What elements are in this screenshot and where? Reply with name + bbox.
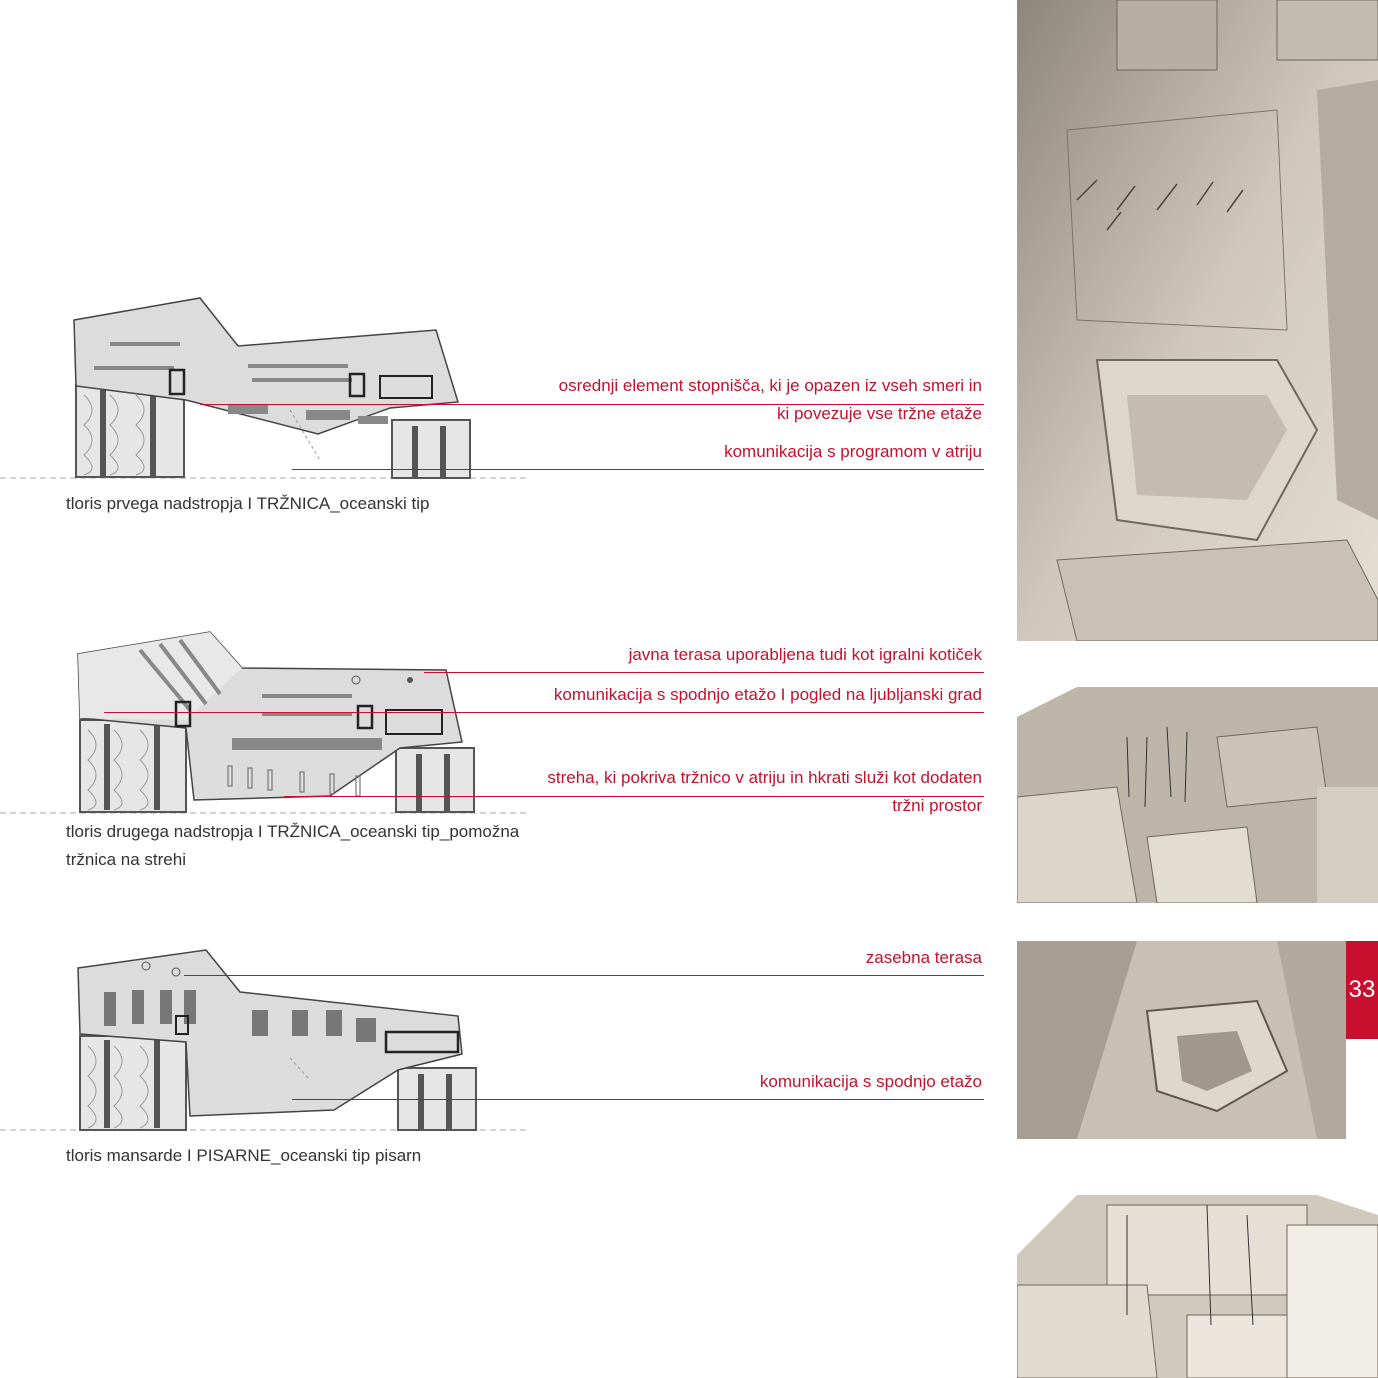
model-photo-top-view <box>1017 0 1378 641</box>
leader-line <box>104 712 984 713</box>
plan-caption-first-floor: tloris prvega nadstropja I TRŽNICA_ocean… <box>66 494 430 513</box>
model-photo-elevation <box>1017 1175 1378 1378</box>
note-roof-market: streha, ki pokriva tržnico v atriju in h… <box>547 768 982 787</box>
leader-line <box>184 975 984 976</box>
leader-line <box>200 404 984 405</box>
note-roof-market-continued: tržni prostor <box>892 796 982 815</box>
leader-line <box>292 1099 984 1100</box>
plan-caption-second-floor: tloris drugega nadstropja I TRŽNICA_ocea… <box>66 822 520 869</box>
floor-plan-first-floor <box>0 297 530 479</box>
note-public-terrace: javna terasa uporabljena tudi kot igraln… <box>628 645 982 664</box>
leader-line <box>292 469 984 470</box>
note-lower-floor-castle-view: komunikacija s spodnjo etažo I pogled na… <box>553 685 982 704</box>
note-atrium-communication: komunikacija s programom v atriju <box>724 442 982 461</box>
note-central-staircase: osrednji element stopnišča, ki je opazen… <box>558 376 982 395</box>
leader-line <box>284 796 984 797</box>
note-attic-communication: komunikacija s spodnjo etažo <box>759 1072 982 1091</box>
model-photo-perspective <box>1017 677 1378 903</box>
floor-plan-attic <box>0 949 530 1131</box>
plan-caption-attic: tloris mansarde I PISARNE_oceanski tip p… <box>66 1146 422 1165</box>
page-number: 33 <box>1346 941 1378 1039</box>
model-photo-aerial <box>1017 941 1346 1139</box>
leader-line <box>424 672 984 673</box>
floor-plan-second-floor <box>0 631 530 814</box>
note-staircase-connects: ki povezuje vse tržne etaže <box>776 404 982 423</box>
note-private-terrace: zasebna terasa <box>865 948 982 967</box>
